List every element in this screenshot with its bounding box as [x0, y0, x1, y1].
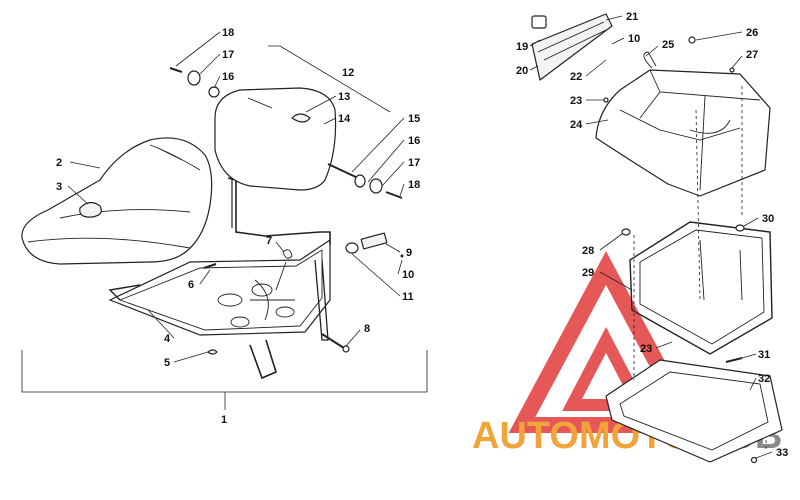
callout-9: 9: [406, 247, 412, 259]
bolt-31: [725, 357, 743, 363]
screw-26: [688, 36, 696, 44]
backrest-mount-hardware-left: [169, 67, 220, 98]
callout-32: 32: [758, 373, 770, 385]
spring: [275, 249, 293, 291]
watermark-triangle-inner: [562, 327, 650, 411]
callout-7: 7: [266, 235, 272, 247]
callout-11: 11: [402, 291, 414, 303]
washer-30: [735, 224, 745, 232]
callout-27: 27: [746, 49, 758, 61]
callout-10-bracket: 10: [628, 33, 640, 45]
callout-22: 22: [570, 71, 582, 83]
callout-13: 13: [338, 91, 350, 103]
group-bracket-12: [268, 45, 391, 113]
backrest-mount-hardware-right: [327, 163, 403, 199]
callout-labels: 1 2 3 4 5 6 7 8 9 10 11 12 13 14 15 16 1…: [56, 11, 788, 459]
callout-12: 12: [342, 67, 354, 79]
grommet: [207, 349, 218, 355]
latch-assembly: [345, 232, 404, 258]
callout-15: 15: [408, 113, 420, 125]
cargo-strap: [643, 51, 657, 69]
callout-20: 20: [516, 65, 528, 77]
callout-18-left: 18: [222, 27, 234, 39]
callout-17-right: 17: [408, 157, 420, 169]
license-plate-bracket: [531, 13, 613, 81]
cargo-box: [595, 51, 771, 197]
callout-18-right: 18: [408, 179, 420, 191]
callout-31: 31: [758, 349, 770, 361]
nut-23: [603, 97, 609, 103]
callout-23-top: 23: [570, 95, 582, 107]
seat-cushion: [21, 137, 213, 265]
watermark-triangle-outer: [508, 251, 704, 433]
rack-frame: [629, 221, 773, 355]
callout-6: 6: [188, 279, 194, 291]
group-bracket-1: [21, 350, 428, 393]
callout-1: 1: [221, 414, 227, 426]
callout-2: 2: [56, 157, 62, 169]
callout-33: 33: [776, 447, 788, 459]
callout-3: 3: [56, 181, 62, 193]
leader-lines: [67, 15, 773, 459]
bolt-long: [321, 333, 350, 353]
callout-24: 24: [570, 119, 583, 131]
backrest: [214, 87, 337, 191]
washer-28: [621, 228, 631, 236]
callout-19: 19: [516, 41, 528, 53]
screw-33: [750, 456, 758, 464]
seat-badge: [79, 201, 102, 218]
callout-4: 4: [164, 333, 171, 345]
callout-26: 26: [746, 27, 758, 39]
callout-10-latch: 10: [402, 269, 414, 281]
backrest-badge: [291, 113, 311, 123]
callout-29: 29: [582, 267, 594, 279]
callout-5: 5: [164, 357, 170, 369]
callout-8: 8: [364, 323, 370, 335]
base-plate: [605, 359, 783, 463]
callout-14: 14: [338, 113, 351, 125]
pin: [203, 263, 217, 269]
callout-16-left: 16: [222, 71, 234, 83]
callout-17-left: 17: [222, 49, 234, 61]
callout-23-bottom: 23: [640, 343, 652, 355]
screw-27: [729, 67, 735, 73]
callout-16-right: 16: [408, 135, 420, 147]
callout-30: 30: [762, 213, 774, 225]
callout-25: 25: [662, 39, 674, 51]
callout-28: 28: [582, 245, 594, 257]
callout-21: 21: [626, 11, 638, 23]
